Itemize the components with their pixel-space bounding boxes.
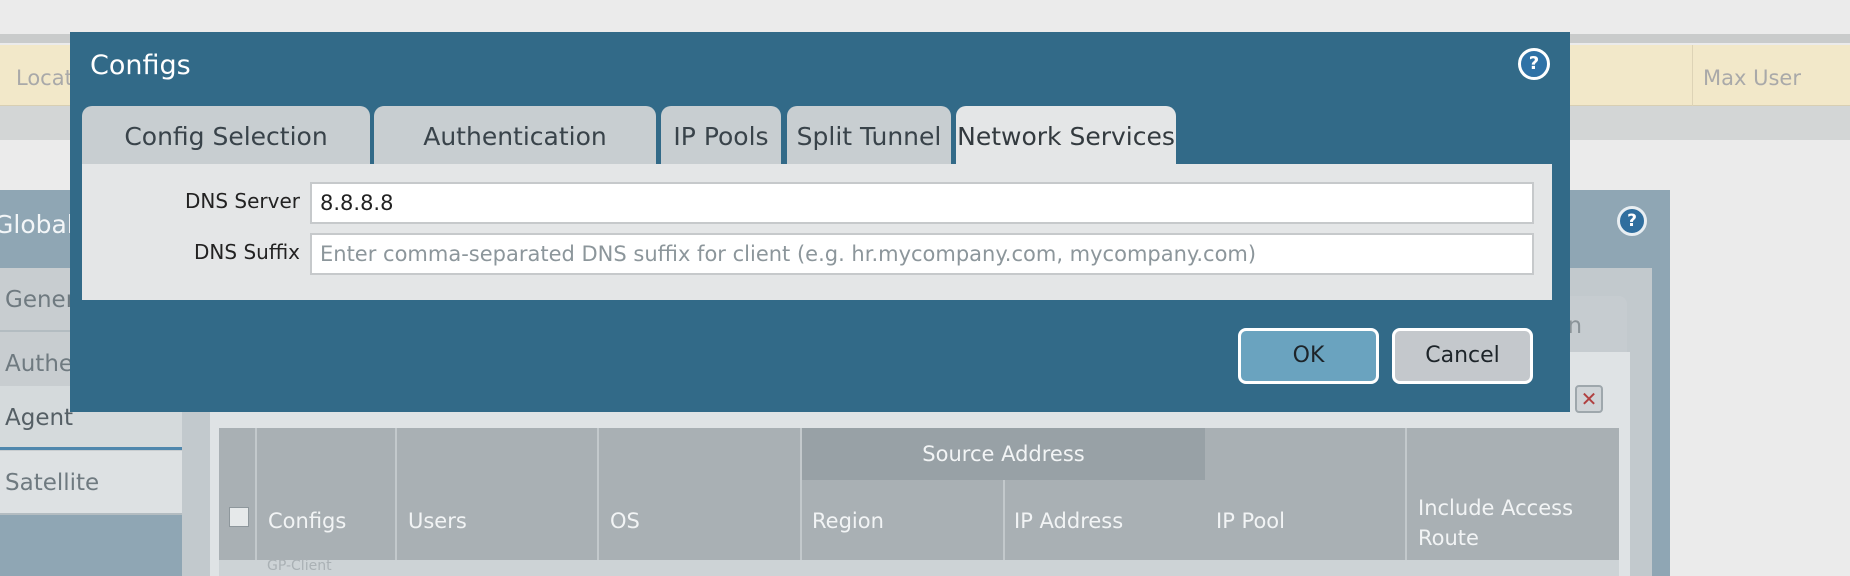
table-cell-config-name: GP-Client bbox=[267, 558, 332, 574]
grid-divider bbox=[1003, 480, 1005, 560]
question-icon[interactable]: ? bbox=[1617, 206, 1647, 236]
column-divider bbox=[1692, 45, 1693, 106]
select-all-checkbox[interactable] bbox=[229, 507, 249, 527]
grid-divider bbox=[397, 428, 599, 560]
delete-icon[interactable]: ✕ bbox=[1575, 385, 1603, 413]
table-row[interactable]: GP-Client bbox=[219, 558, 1619, 576]
grid-divider bbox=[599, 428, 802, 560]
tab-authentication-override[interactable]: Authentication Override bbox=[374, 106, 656, 213]
dns-server-label: DNS Server bbox=[185, 189, 300, 213]
column-group-source-address: Source Address bbox=[802, 428, 1205, 480]
dns-server-input[interactable] bbox=[310, 182, 1534, 224]
tab-config-selection-criteria[interactable]: Config Selection Criteria bbox=[82, 106, 370, 213]
column-header-ip-address[interactable]: IP Address bbox=[1014, 509, 1124, 533]
modal-title: Configs bbox=[90, 50, 191, 81]
dns-suffix-input[interactable] bbox=[310, 233, 1534, 275]
column-header-configs[interactable]: Configs bbox=[268, 509, 347, 533]
column-header-location[interactable]: Locat bbox=[16, 66, 73, 90]
sidebar-item-satellite[interactable]: Satellite bbox=[0, 451, 182, 515]
column-header-region[interactable]: Region bbox=[812, 509, 884, 533]
grid-divider bbox=[1205, 428, 1407, 560]
dns-suffix-label: DNS Suffix bbox=[194, 240, 300, 264]
column-header-os[interactable]: OS bbox=[610, 509, 640, 533]
column-header-ip-pool[interactable]: IP Pool bbox=[1216, 509, 1285, 533]
cancel-button[interactable]: Cancel bbox=[1392, 328, 1533, 384]
column-header-include-access-route[interactable]: Include Access Route bbox=[1418, 496, 1574, 550]
question-icon[interactable]: ? bbox=[1518, 48, 1550, 80]
column-header-max-user[interactable]: Max User bbox=[1703, 66, 1801, 90]
grid-divider bbox=[257, 428, 397, 560]
grid-divider bbox=[219, 428, 257, 560]
tab-split-tunnel[interactable]: Split Tunnel bbox=[787, 106, 951, 164]
tab-ip-pools[interactable]: IP Pools bbox=[661, 106, 781, 164]
column-header-users[interactable]: Users bbox=[408, 509, 467, 533]
tab-network-services[interactable]: Network Services bbox=[956, 106, 1176, 166]
ok-button[interactable]: OK bbox=[1238, 328, 1379, 384]
